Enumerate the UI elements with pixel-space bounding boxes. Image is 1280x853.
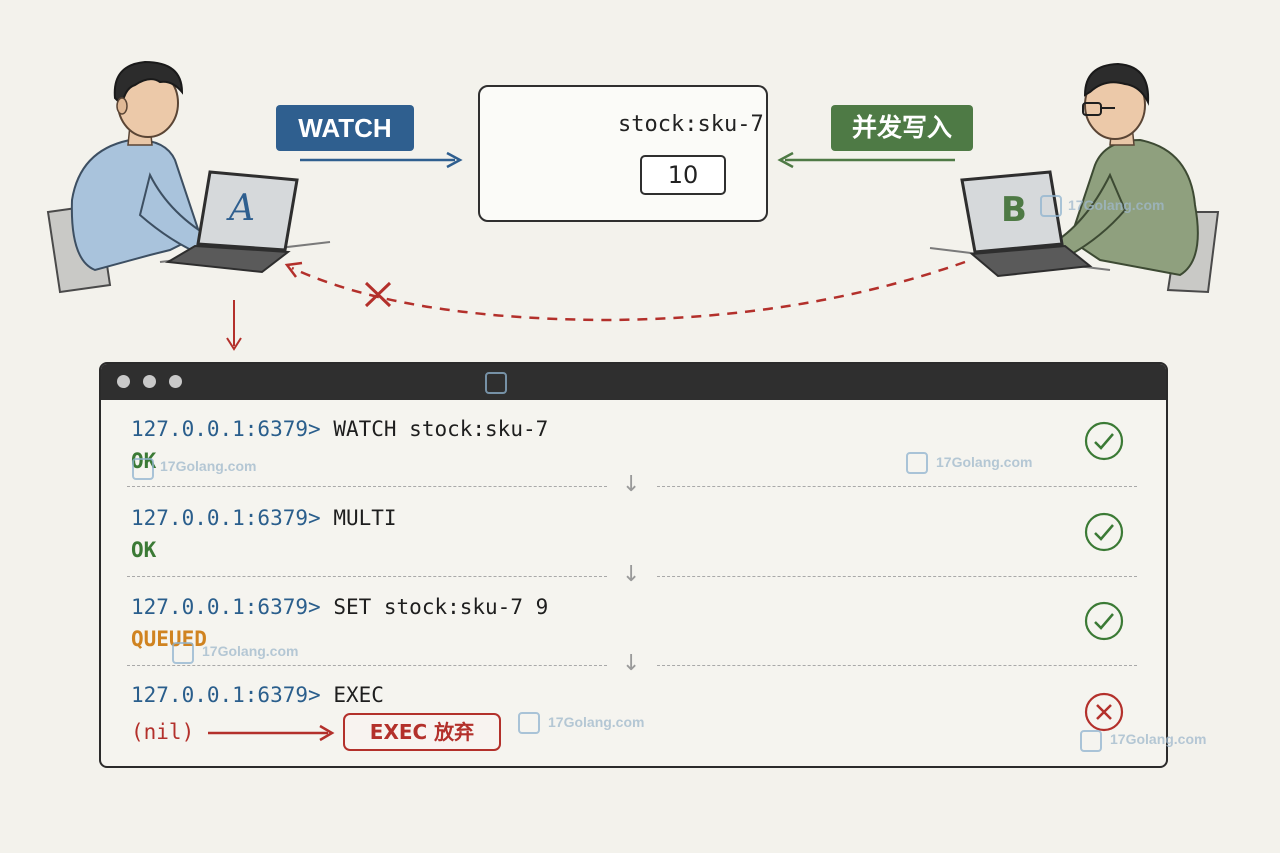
prompt: 127.0.0.1:6379> bbox=[131, 417, 321, 441]
step-arrow-icon: ↓ bbox=[622, 472, 641, 497]
watermark-logo-icon bbox=[1080, 730, 1102, 752]
terminal-line-4: 127.0.0.1:6379> EXEC bbox=[131, 683, 384, 707]
watermark-logo-icon bbox=[906, 452, 928, 474]
watermark: 17Golang.com bbox=[1110, 731, 1207, 747]
prompt: 127.0.0.1:6379> bbox=[131, 595, 321, 619]
window-dot-icon bbox=[117, 375, 130, 388]
prompt: 127.0.0.1:6379> bbox=[131, 683, 321, 707]
terminal-line-1: 127.0.0.1:6379> WATCH stock:sku-7 bbox=[131, 417, 548, 441]
exec-aborted-badge: EXEC 放弃 bbox=[343, 713, 501, 751]
command: WATCH stock:sku-7 bbox=[333, 417, 549, 441]
terminal-window bbox=[99, 362, 1168, 768]
redis-key-value: 10 bbox=[640, 155, 726, 195]
command: MULTI bbox=[333, 506, 397, 530]
command: SET stock:sku-7 9 bbox=[333, 595, 549, 619]
watermark: 17Golang.com bbox=[548, 714, 645, 730]
down-arrow bbox=[226, 300, 242, 351]
watermark-logo-icon bbox=[172, 642, 194, 664]
divider bbox=[657, 576, 1137, 577]
watermark: 17Golang.com bbox=[202, 643, 299, 659]
response: OK bbox=[131, 538, 157, 562]
invalidation-arrow bbox=[284, 260, 966, 322]
client-a-label: A bbox=[229, 188, 255, 229]
person-a-illustration bbox=[46, 60, 331, 294]
failure-x-icon bbox=[1084, 692, 1124, 732]
divider bbox=[127, 576, 607, 577]
nil-result-arrow bbox=[208, 724, 335, 742]
divider bbox=[657, 486, 1137, 487]
window-dot-icon bbox=[169, 375, 182, 388]
step-arrow-icon: ↓ bbox=[622, 651, 641, 676]
watch-tag: WATCH bbox=[276, 105, 414, 151]
response: QUEUED bbox=[131, 627, 207, 651]
concurrent-write-tag: 并发写入 bbox=[831, 105, 973, 151]
success-check-icon bbox=[1084, 601, 1124, 641]
command: EXEC bbox=[333, 683, 384, 707]
watermark: 17Golang.com bbox=[1068, 197, 1165, 213]
success-check-icon bbox=[1084, 512, 1124, 552]
concurrent-write-arrow bbox=[777, 151, 955, 169]
prompt: 127.0.0.1:6379> bbox=[131, 506, 321, 530]
response: (nil) bbox=[131, 720, 195, 744]
terminal-line-3: 127.0.0.1:6379> SET stock:sku-7 9 bbox=[131, 595, 548, 619]
watermark-logo-icon bbox=[132, 458, 154, 480]
redis-key-box bbox=[478, 85, 768, 222]
redis-key-name: stock:sku-7 bbox=[618, 112, 764, 137]
client-b-label: B bbox=[1001, 190, 1027, 230]
divider bbox=[127, 486, 607, 487]
divider bbox=[657, 665, 1137, 666]
window-dot-icon bbox=[143, 375, 156, 388]
step-arrow-icon: ↓ bbox=[622, 562, 641, 587]
divider bbox=[127, 665, 607, 666]
watermark: 17Golang.com bbox=[936, 454, 1033, 470]
blocked-x-icon bbox=[364, 281, 392, 308]
watermark: 17Golang.com bbox=[160, 458, 257, 474]
terminal-line-2: 127.0.0.1:6379> MULTI bbox=[131, 506, 397, 530]
watermark-logo-icon bbox=[1040, 195, 1062, 217]
watermark-logo-icon bbox=[518, 712, 540, 734]
watch-arrow bbox=[300, 151, 463, 169]
success-check-icon bbox=[1084, 421, 1124, 461]
watermark-logo-icon bbox=[485, 372, 507, 394]
terminal-title-bar bbox=[101, 364, 1166, 400]
person-b-illustration bbox=[929, 62, 1220, 294]
